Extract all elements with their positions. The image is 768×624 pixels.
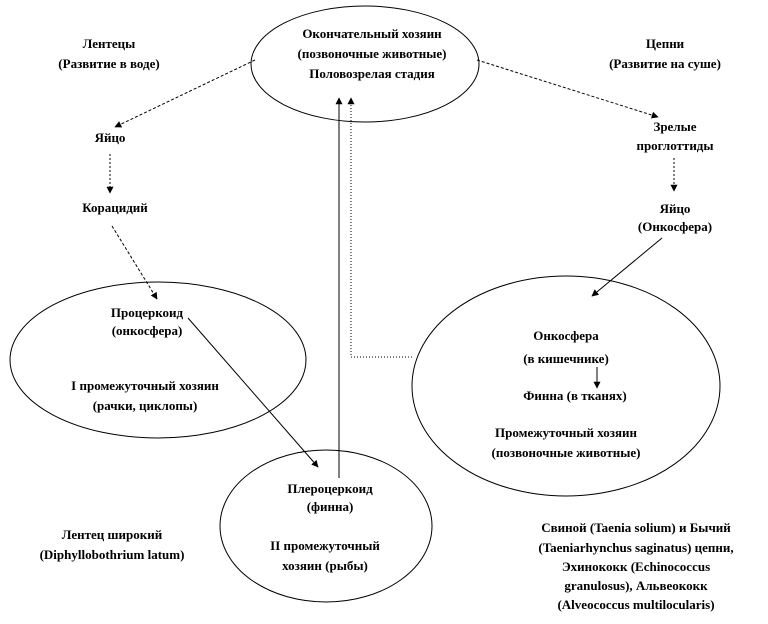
final-host-label-1: Окончательный хозяин xyxy=(302,26,442,41)
finna-label: Финна (в тканях) xyxy=(523,388,627,403)
left-example-label: Лентец широкий xyxy=(61,527,163,542)
intermediate-host-right-sublabel: (позвоночные животные) xyxy=(491,445,641,460)
final-host-ellipse xyxy=(250,5,480,123)
plerocercoid-label: Плероцеркоид xyxy=(287,481,373,496)
procercoid-sublabel: (онкосфера) xyxy=(111,323,183,338)
intermediate-host-2-ellipse xyxy=(219,449,433,603)
left-group-title: Лентецы xyxy=(82,36,136,51)
intermediate-host-1-ellipse xyxy=(9,281,307,439)
arrow-coracidium-to-procercoid xyxy=(111,225,158,300)
arrow-oncosphere-to-final xyxy=(347,97,412,358)
intermediate-host-right-ellipse xyxy=(411,275,721,497)
left-group-subtitle: (Развитие в воде) xyxy=(58,56,160,71)
right-egg-sublabel: (Онкосфера) xyxy=(637,219,713,234)
arrow-final-to-proglottids xyxy=(476,59,659,119)
final-host-label-2: (позвоночные животные) xyxy=(297,46,447,61)
intermediate-host-1-label: I промежуточный хозяин xyxy=(71,378,219,393)
final-host-stage-label: Половозрелая стадия xyxy=(309,66,435,81)
mature-proglottids-label: Зрелые xyxy=(653,119,697,134)
arrow-final-to-egg-left xyxy=(114,59,256,128)
right-example-line-1: Свиной (Taenia solium) и Бычий xyxy=(541,520,731,535)
plerocercoid-sublabel: (финна) xyxy=(306,499,354,514)
coracidium-label: Корацидий xyxy=(82,200,148,215)
left-egg-label: Яйцо xyxy=(94,130,126,145)
right-egg-label: Яйцо xyxy=(659,201,691,216)
right-example-line-2: (Taeniarhynchus saginatus) цепни, xyxy=(538,540,734,555)
mature-proglottids-sublabel: проглоттиды xyxy=(636,138,714,153)
intermediate-host-2-label: II промежуточный xyxy=(270,538,380,553)
intermediate-host-1-sublabel: (рачки, циклопы) xyxy=(92,398,198,413)
right-example-line-5: (Alveococcus multilocularis) xyxy=(557,597,715,612)
arrow-procercoid-to-plerocercoid xyxy=(187,317,319,468)
right-example-line-3: Эхинококк (Echinococcus xyxy=(561,559,711,574)
procercoid-label: Процеркоид xyxy=(110,305,184,320)
oncosphere-label: Онкосфера xyxy=(533,328,599,343)
right-example-line-4: granulosus), Альвеококк xyxy=(564,578,708,593)
intermediate-host-right-label: Промежуточный хозяин xyxy=(495,425,637,440)
arrow-egg-to-oncosphere xyxy=(591,237,663,297)
oncosphere-sublabel: (в кишечнике) xyxy=(523,351,609,366)
left-example-latin: (Diphyllobothrium latum) xyxy=(39,547,185,562)
intermediate-host-2-sublabel: хозяин (рыбы) xyxy=(282,558,368,573)
right-group-subtitle: (Развитие на суше) xyxy=(609,56,721,71)
right-group-title: Цепни xyxy=(645,36,685,51)
